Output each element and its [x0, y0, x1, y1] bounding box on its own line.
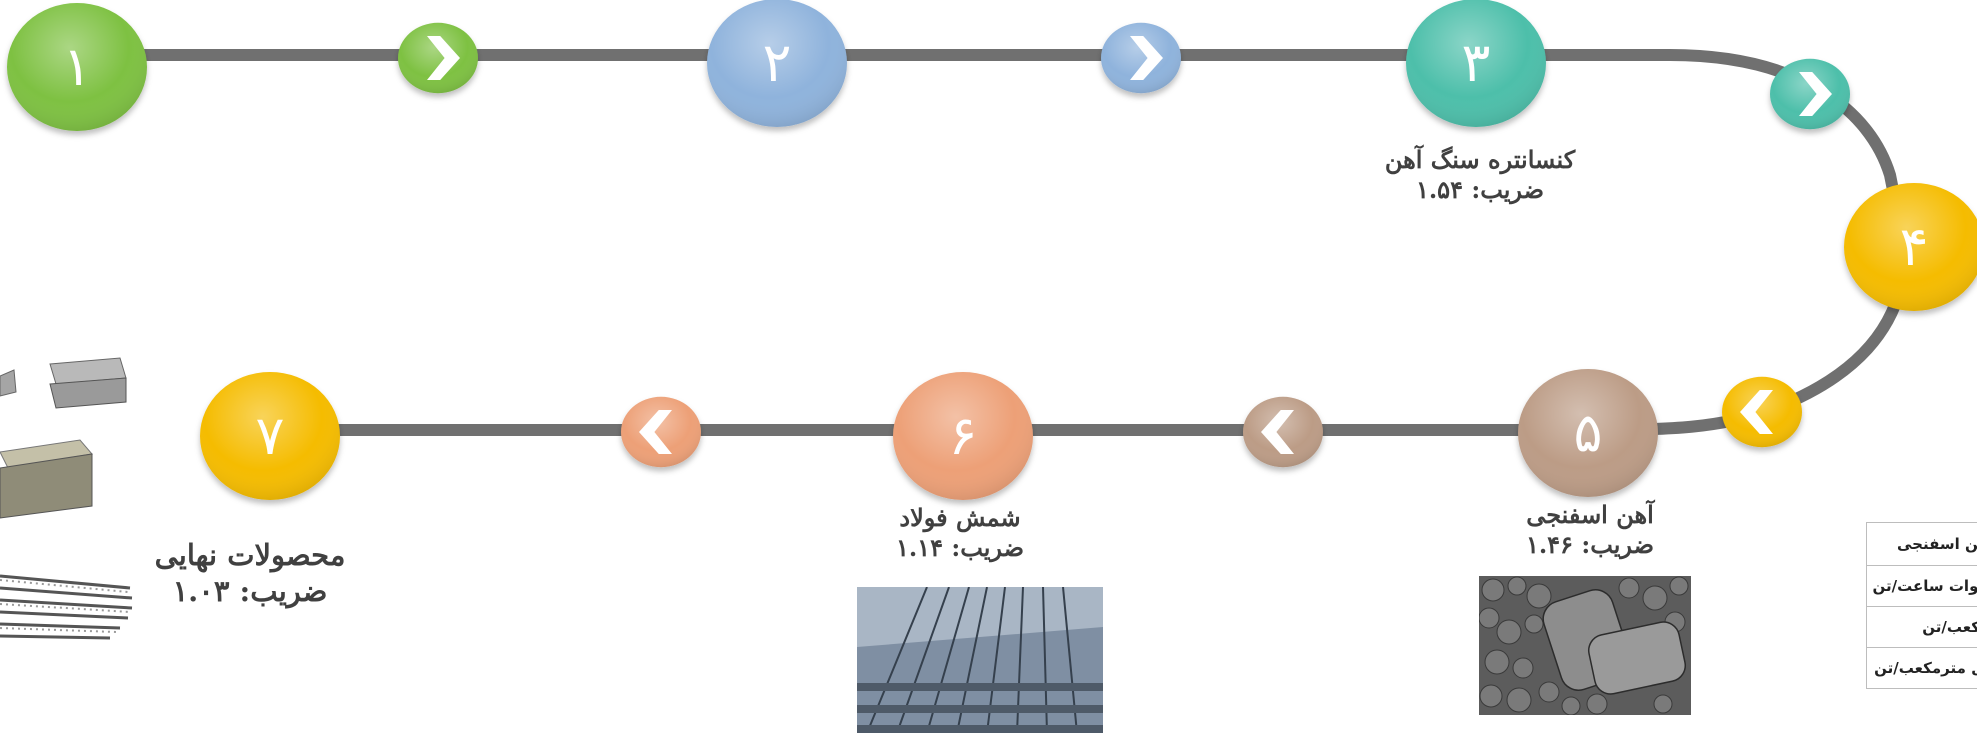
step-6-coefficient: ضریب: ۱.۱۴	[895, 533, 1025, 562]
step-3-label: کنسانتره سنگ آهن ضریب: ۱.۵۴	[1360, 145, 1600, 205]
chevron-right-arrow-2	[1101, 22, 1181, 94]
table-cell: کیلو وات ساعت/تن	[1865, 565, 1977, 607]
step-7-name: محصولات نهایی	[154, 538, 346, 572]
step-node-5: ۵	[1518, 369, 1658, 497]
chevron-left-icon	[1261, 410, 1294, 454]
step-number-6: ۶	[948, 404, 977, 467]
step-number-3: ۳	[1461, 31, 1490, 94]
chevron-right-arrow-1	[398, 22, 478, 94]
step-node-7: ۷	[200, 372, 340, 500]
table-cell: به آهن اسفنجی	[1865, 522, 1977, 566]
steel-billet-photo	[857, 587, 1103, 733]
step-6-label: شمش فولاد ضریب: ۱.۱۴	[860, 503, 1060, 563]
flow-track	[54, 49, 1912, 436]
table-cell: مترمکعب/تن	[1865, 606, 1977, 648]
step-node-2: ۲	[707, 0, 847, 127]
step-node-4: ۴	[1844, 183, 1977, 311]
step-7-label: محصولات نهایی ضریب: ۱.۰۳	[120, 537, 380, 610]
step-number-1: ۱	[62, 35, 91, 98]
step-5-name: آهن اسفنجی	[1526, 500, 1654, 529]
final-products-photo	[0, 356, 135, 678]
step-number-4: ۴	[1899, 215, 1928, 278]
step-3-coefficient: ضریب: ۱.۵۴	[1415, 175, 1545, 204]
step-node-3: ۳	[1406, 0, 1546, 127]
chevron-left-arrow-4	[1722, 376, 1802, 448]
step-node-1: ۱	[7, 3, 147, 131]
step-5-label: آهن اسفنجی ضریب: ۱.۴۶	[1480, 500, 1700, 560]
chevron-left-icon	[639, 410, 672, 454]
step-number-2: ۲	[762, 31, 791, 94]
consumption-table: به آهن اسفنجی کیلو وات ساعت/تن مترمکعب/ت…	[1823, 522, 1977, 733]
chevron-left-arrow-6	[621, 396, 701, 468]
chevron-right-icon	[1799, 72, 1832, 116]
sponge-iron-photo	[1479, 576, 1691, 715]
step-number-5: ۵	[1573, 401, 1602, 464]
chevron-right-arrow-3	[1770, 58, 1850, 130]
chevron-left-arrow-5	[1243, 396, 1323, 468]
step-3-name: کنسانتره سنگ آهن	[1384, 145, 1576, 174]
chevron-right-icon	[427, 36, 460, 80]
step-node-6: ۶	[893, 372, 1033, 500]
step-number-7: ۷	[255, 404, 284, 467]
step-6-name: شمش فولاد	[899, 503, 1021, 532]
table-cell: نرمال مترمکعب/تن	[1865, 647, 1977, 689]
chevron-left-icon	[1740, 390, 1773, 434]
chevron-right-icon	[1130, 36, 1163, 80]
step-7-coefficient: ضریب: ۱.۰۳	[172, 574, 328, 609]
step-5-coefficient: ضریب: ۱.۴۶	[1525, 530, 1655, 559]
